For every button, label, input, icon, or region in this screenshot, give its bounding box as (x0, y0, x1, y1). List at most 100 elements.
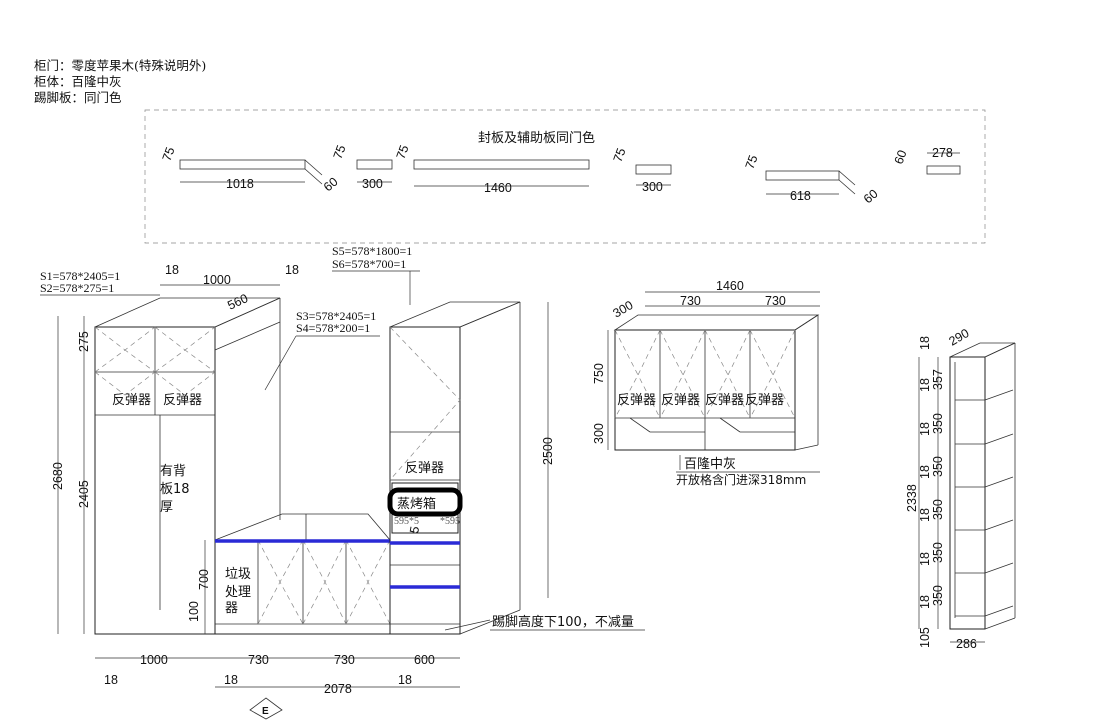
wall-top (613, 314, 820, 331)
shelf-dim-350b: 350 (931, 456, 945, 477)
dim-bottom-730b: 730 (334, 653, 355, 667)
wall-dim-750: 750 (592, 363, 606, 384)
shelf-dim-350a: 350 (931, 413, 945, 434)
dim-height-700: 700 (197, 569, 211, 590)
panel-3 (413, 159, 590, 170)
shelf-dim-18-top: 18 (918, 336, 932, 350)
panel-2-height: 75 (331, 143, 349, 161)
note-kick: 踢脚板：同门色 (34, 90, 122, 105)
elevation-marker-label: E (262, 706, 269, 717)
panel-1-height: 75 (160, 145, 178, 163)
dim-bottom-730a: 730 (248, 653, 269, 667)
dim-height-2405: 2405 (77, 480, 91, 508)
spec-s3: S3=578*2405=1 (296, 309, 376, 323)
rebound-2: 反弹器 (163, 393, 202, 408)
wall-dim-730b: 730 (765, 294, 786, 308)
panel-5-height: 75 (743, 153, 761, 171)
right-tall-top (389, 301, 521, 328)
back-note-2: 板18 (160, 482, 190, 497)
spec-s6: S6=578*700=1 (332, 257, 406, 271)
shelf-front (949, 356, 986, 630)
elevation-marker (249, 697, 283, 720)
dim-bottom-18b: 18 (224, 673, 238, 687)
oven-label: 蒸烤箱 (397, 496, 436, 512)
shelf-gap-18d: 18 (918, 508, 932, 522)
panel-5 (765, 170, 840, 181)
wall-rebound-2: 反弹器 (661, 393, 700, 408)
panels-frame (144, 109, 986, 244)
shelf-gap-18b: 18 (918, 422, 932, 436)
shelf-dim-2338: 2338 (905, 484, 919, 512)
oven-code-tail: *595 (440, 516, 460, 527)
dim-bottom-600: 600 (414, 653, 435, 667)
wall-rebound-4: 反弹器 (745, 393, 784, 408)
garbage-2: 处理 (225, 585, 251, 600)
back-note-3: 厚 (160, 500, 173, 515)
dim-bottom-2078: 2078 (324, 682, 352, 696)
rebound-3: 反弹器 (405, 461, 444, 476)
back-note-1: 有背 (160, 464, 186, 479)
panel-2 (356, 159, 393, 170)
kick-note: 踢脚高度下100，不减量 (492, 614, 634, 630)
wall-rebound-1: 反弹器 (617, 393, 656, 408)
panel-1-width: 1018 (226, 177, 254, 191)
panel-4-width: 300 (642, 180, 663, 194)
wall-dim-300: 300 (592, 423, 606, 444)
dim-bottom-18a: 18 (104, 673, 118, 687)
panel-3-width: 1460 (484, 181, 512, 195)
main-elevation: S1=578*2405=1 S2=578*275=1 S3=578*2405=1… (40, 244, 645, 720)
panel-5-width: 618 (790, 189, 811, 203)
garbage-3: 器 (225, 601, 238, 616)
shelf-boards (955, 389, 1014, 617)
dim-top-1000: 1000 (203, 273, 231, 287)
dim-bottom-1000: 1000 (140, 653, 168, 667)
shelf-dim-357: 357 (931, 369, 945, 390)
panel-1-depth: 60 (321, 175, 341, 195)
shelf-dim-290: 290 (947, 326, 972, 349)
oven-outline (387, 487, 463, 517)
dim-bottom-18c: 18 (398, 673, 412, 687)
dim-height-100: 100 (187, 601, 201, 622)
dim-height-275: 275 (77, 331, 91, 352)
spec-s1: S1=578*2405=1 (40, 269, 120, 283)
panel-6-height: 60 (892, 148, 910, 166)
oven-side-dim: 5 (407, 525, 422, 534)
panels-title: 封板及辅助板同门色 (478, 130, 595, 146)
panel-4-height: 75 (611, 146, 629, 164)
base-top (214, 513, 391, 541)
panel-1 (179, 159, 306, 170)
shelf-dim-350c: 350 (931, 499, 945, 520)
shelf-gap-18a: 18 (918, 378, 932, 392)
dim-height-2500: 2500 (541, 437, 555, 465)
panel-4 (635, 164, 672, 175)
material-notes: 柜门：零度苹果木(特殊说明外) 柜体：百隆中灰 踢脚板：同门色 (34, 58, 206, 106)
shelf-dim-350e: 350 (931, 585, 945, 606)
shelf-dim-350d: 350 (931, 542, 945, 563)
spec-s4: S4=578*200=1 (296, 321, 370, 335)
shelf-gap-18e: 18 (918, 552, 932, 566)
spec-s2: S2=578*275=1 (40, 281, 114, 295)
garbage-1: 垃圾 (225, 567, 251, 582)
dim-height-2680: 2680 (51, 462, 65, 490)
left-cabinet-top (94, 297, 281, 328)
shelf-dim-286: 286 (956, 637, 977, 651)
wall-dim-300-depth: 300 (611, 298, 636, 321)
rebound-1: 反弹器 (112, 393, 151, 408)
tall-shelf: 290 18 357 18 350 18 350 18 350 18 350 1… (905, 326, 1016, 651)
dim-top-18a: 18 (165, 263, 179, 277)
note-body: 柜体：百隆中灰 (34, 74, 122, 89)
wall-rebound-3: 反弹器 (705, 393, 744, 408)
wall-note-2: 开放格含门进深318mm (676, 472, 806, 487)
panel-6-width: 278 (932, 146, 953, 160)
panel-6 (926, 165, 961, 175)
wall-note-1: 百隆中灰 (684, 457, 736, 472)
wall-cabinet: 反弹器 反弹器 反弹器 反弹器 1460 730 730 300 750 300… (592, 279, 820, 487)
panels-strip: 封板及辅助板同门色 1018 75 60 300 75 1460 75 300 … (144, 109, 986, 244)
shelf-gap-18c: 18 (918, 465, 932, 479)
note-door: 柜门：零度苹果木(特殊说明外) (34, 58, 207, 73)
shelf-top (949, 342, 1016, 358)
dim-top-18b: 18 (285, 263, 299, 277)
wall-dim-730a: 730 (680, 294, 701, 308)
spec-s5: S5=578*1800=1 (332, 244, 412, 258)
